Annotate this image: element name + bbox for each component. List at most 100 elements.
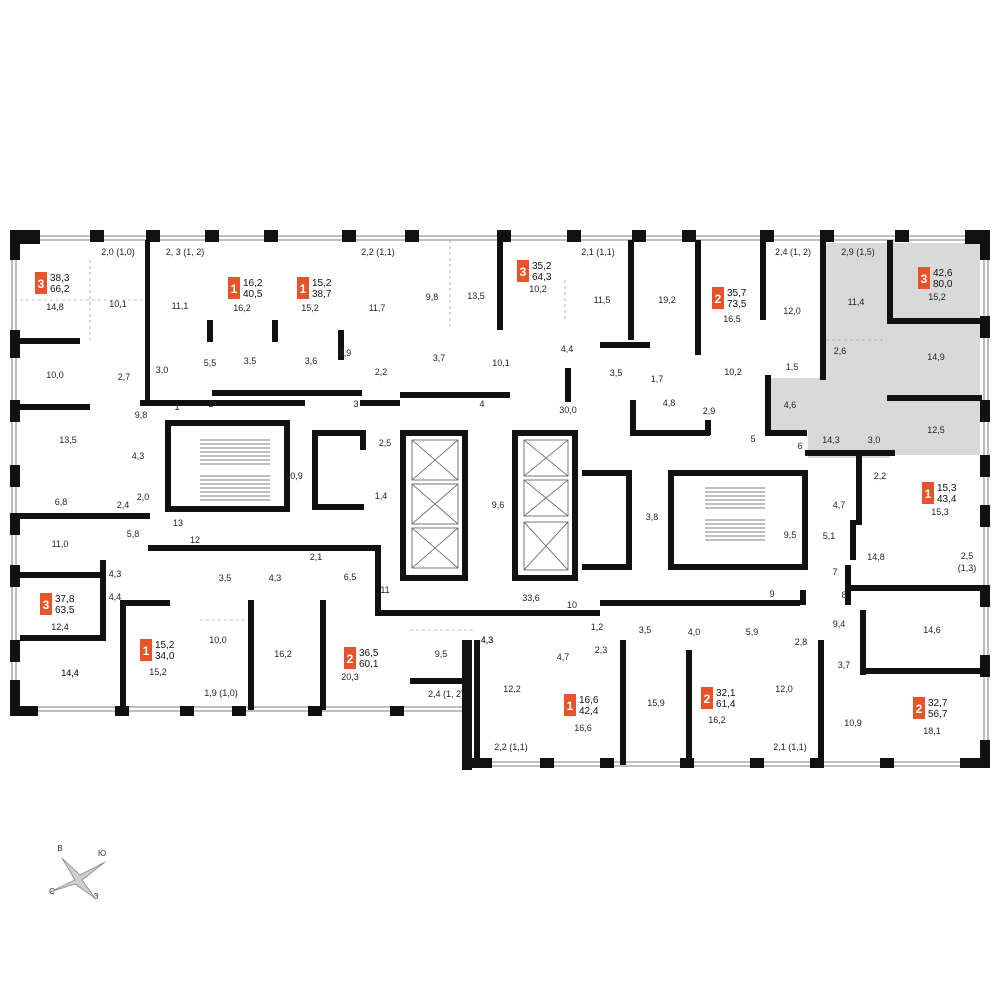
apartment-total-area: 60,1 <box>359 659 379 670</box>
room-label: 9,6 <box>492 500 505 510</box>
apartment-rooms: 1 <box>925 487 932 501</box>
apartment-rooms: 2 <box>704 692 711 706</box>
room-label: 2,0 (1,0) <box>101 247 135 257</box>
room-label: 2,4 <box>117 500 130 510</box>
apartment-rooms-marker <box>40 593 52 615</box>
apartment-rooms-marker <box>712 287 724 309</box>
apartment-living-area: 35,7 <box>727 288 747 299</box>
room-label: 3,0 <box>156 365 169 375</box>
room-label: 13,5 <box>59 435 77 445</box>
room-label: 3,5 <box>639 625 652 635</box>
room-label: 11,1 <box>172 301 189 311</box>
compass-east: В <box>57 844 62 853</box>
apartment-living-area: 16,6 <box>579 695 599 706</box>
room-label: 2, 3 (1, 2) <box>166 247 205 257</box>
room-label: 3,5 <box>219 573 232 583</box>
apartment-rooms: 1 <box>143 644 150 658</box>
room-label: 4,3 <box>481 635 494 645</box>
room-label: 6 <box>797 441 802 451</box>
room-label: 18,1 <box>923 726 941 736</box>
elevator-5 <box>523 479 569 517</box>
apartment-rooms: 2 <box>347 652 354 666</box>
apartment-living-area: 32,7 <box>928 698 948 709</box>
room-label: 15,3 <box>931 507 949 517</box>
apartment-rooms-marker <box>297 277 309 299</box>
elevator-1 <box>411 439 459 481</box>
apartment-rooms: 1 <box>567 699 574 713</box>
room-label: 14,4 <box>61 668 79 678</box>
room-label: 5,9 <box>746 627 759 637</box>
zone-dividers <box>20 240 887 631</box>
room-label: 10,1 <box>109 299 127 309</box>
apartment-rooms: 1 <box>300 282 307 296</box>
room-label: 3,7 <box>433 353 446 363</box>
room-label: 2 <box>208 399 213 409</box>
apartment-badge[interactable]: 1 16,642,4 <box>564 694 599 717</box>
apartment-total-area: 73,5 <box>727 299 747 310</box>
room-label: 14,8 <box>867 552 885 562</box>
room-label: 3,5 <box>610 368 623 378</box>
room-label: 4,3 <box>269 573 282 583</box>
apartment-rooms-marker <box>701 687 713 709</box>
apartment-rooms-marker <box>228 277 240 299</box>
apartment-living-area: 35,2 <box>532 261 552 272</box>
room-label: 14,3 <box>822 435 840 445</box>
room-label: 2,8 <box>795 637 808 647</box>
room-label: 10 <box>567 600 577 610</box>
compass-south: Ю <box>98 849 106 858</box>
room-label: 15,2 <box>928 292 946 302</box>
room-label: 1,4 <box>375 491 388 501</box>
apartment-living-area: 15,2 <box>155 640 175 651</box>
room-label: 11,4 <box>848 297 865 307</box>
room-label: 1 <box>174 402 179 412</box>
room-label: 2,1 <box>310 552 323 562</box>
room-label: 2,1 (1,1) <box>581 247 615 257</box>
apartment-total-area: 66,2 <box>50 284 70 295</box>
apartment-total-area: 42,4 <box>579 706 599 717</box>
apartment-rooms-marker <box>517 260 529 282</box>
room-label: 9 <box>769 589 774 599</box>
room-label: 4,3 <box>109 569 122 579</box>
apartment-rooms: 3 <box>43 598 50 612</box>
room-label: 5,8 <box>127 529 140 539</box>
room-label: 2,4 (1, 2) <box>428 689 464 699</box>
room-label: 19,2 <box>658 295 676 305</box>
room-label: 13 <box>173 518 183 528</box>
room-label: 33,6 <box>522 593 540 603</box>
compass-west: З <box>94 892 99 901</box>
room-label: 10,0 <box>209 635 227 645</box>
room-label: 15,9 <box>647 698 665 708</box>
room-label: 10,0 <box>46 370 64 380</box>
room-label: 4,6 <box>784 400 797 410</box>
room-label: 3,7 <box>838 660 851 670</box>
elevator-3 <box>411 527 459 569</box>
room-label: 4,3 <box>481 635 494 645</box>
room-label: 4,9 <box>339 348 352 358</box>
room-label: 2,1 (1,1) <box>773 742 807 752</box>
highlighted-apartment-area <box>770 243 980 458</box>
room-label: 14,4 <box>61 668 79 678</box>
apartment-living-area: 16,2 <box>243 278 263 289</box>
staircases <box>200 439 765 541</box>
apartment-rooms-marker <box>140 639 152 661</box>
room-label: 1,9 (1,0) <box>204 688 238 698</box>
room-label: 12,5 <box>927 425 945 435</box>
apartment-total-area: 43,4 <box>937 494 957 505</box>
apartment-rooms: 3 <box>38 277 45 291</box>
room-label: 2,6 <box>834 346 847 356</box>
room-label: 2,2 <box>874 471 887 481</box>
room-label: 4,4 <box>561 344 574 354</box>
room-label: 16,2 <box>274 649 292 659</box>
